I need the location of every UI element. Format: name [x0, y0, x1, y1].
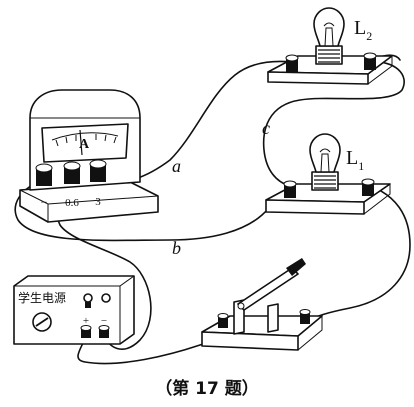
- knife-switch: [201, 258, 323, 351]
- power-supply-label: 学生电源: [18, 290, 66, 305]
- bulb-l1: L1: [265, 133, 391, 215]
- ammeter-terminal-neg: [35, 163, 53, 186]
- ammeter-dial-symbol: A: [79, 137, 90, 152]
- power-supply: 学生电源 + −: [13, 275, 135, 345]
- ammeter-terminal-06-label: 0.6: [65, 197, 79, 209]
- bulb-l2-label: L2: [354, 17, 372, 43]
- figure-caption: （第 17 题）: [155, 378, 259, 399]
- ammeter-terminal-06: [63, 161, 81, 184]
- power-supply-terminal-plus: [80, 325, 92, 338]
- ammeter: A − 0.6 3: [19, 89, 159, 223]
- fuse-icon: [83, 293, 93, 308]
- power-supply-minus-label: −: [101, 315, 107, 327]
- wire-l1-to-switch: [305, 185, 411, 323]
- wire-label-c: c: [262, 118, 270, 138]
- power-supply-plus-label: +: [83, 315, 89, 327]
- ammeter-terminal-3-label: 3: [95, 196, 101, 208]
- bulb-l2-letter: L: [354, 17, 366, 39]
- bulb-l1-letter: L: [346, 147, 358, 169]
- ammeter-terminal-3: [89, 159, 107, 182]
- wire-c: [262, 61, 405, 187]
- bulb-l1-subscript: 1: [358, 159, 364, 173]
- indicator-light-icon: [101, 293, 111, 303]
- wire-label-a: a: [172, 156, 181, 176]
- voltage-knob-icon: [32, 312, 52, 332]
- ammeter-terminal-neg-label: −: [41, 195, 48, 209]
- bulb-l1-label: L1: [346, 147, 364, 173]
- wire-label-b: b: [172, 238, 181, 258]
- bulb-l2-subscript: 2: [366, 29, 372, 43]
- power-supply-terminal-minus: [98, 325, 110, 338]
- bulb-l2: L2: [267, 7, 393, 85]
